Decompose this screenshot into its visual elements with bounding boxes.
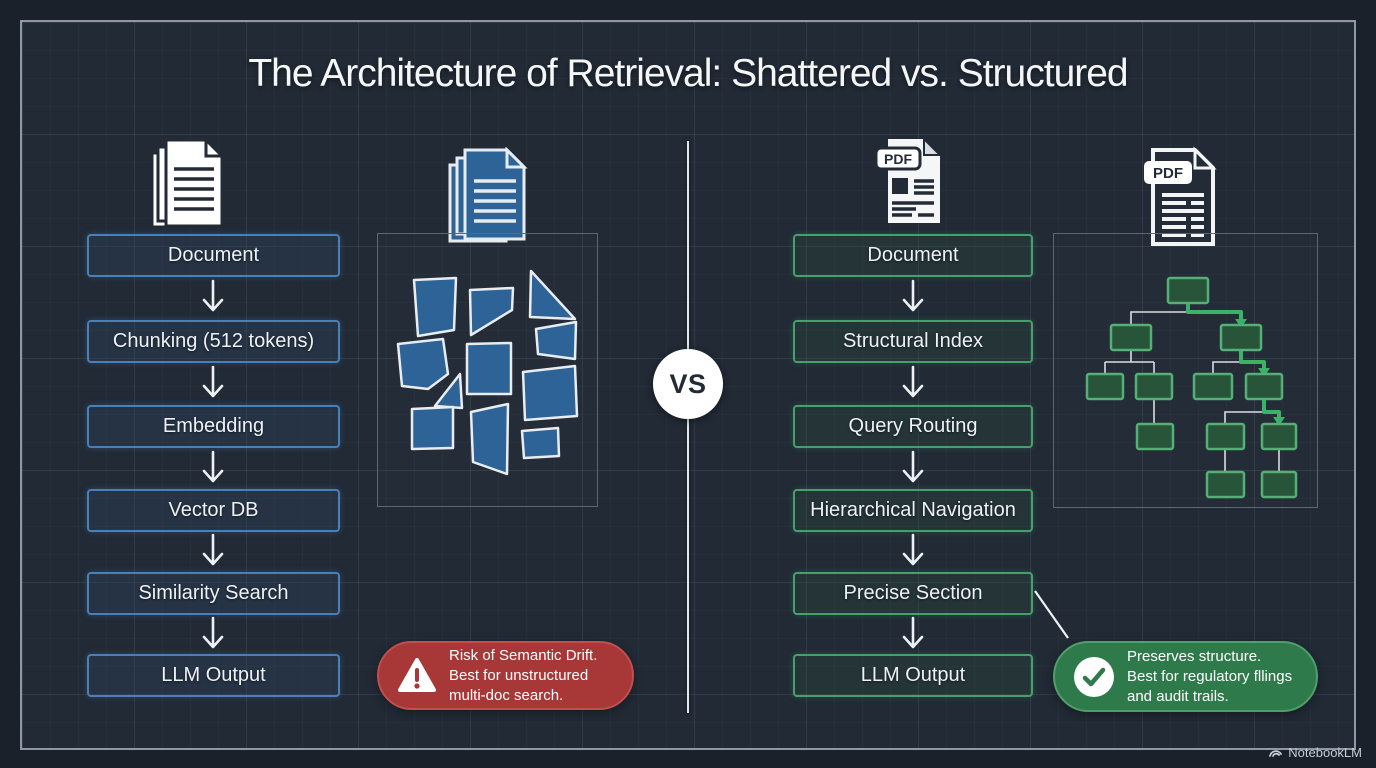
- flow-box-label: Document: [167, 244, 260, 266]
- warning-triangle-icon: [397, 657, 437, 695]
- callout-line: Preserves structure.: [1127, 647, 1262, 665]
- flow-box-label: Similarity Search: [138, 582, 289, 604]
- flow-box-structural-index: Structural Index: [793, 320, 1033, 363]
- benefit-callout-text: Preserves structure. Best for regulatory…: [1127, 647, 1292, 707]
- flow-box-precise-section: Precise Section: [793, 572, 1033, 615]
- hierarchy-tree-panel: [1053, 233, 1318, 508]
- flow-box-label: Hierarchical Navigation: [810, 499, 1016, 521]
- pdf-outline-icon: PDF: [1144, 146, 1217, 246]
- flow-box-label: Vector DB: [168, 499, 259, 521]
- down-arrow-icon: [202, 533, 224, 566]
- flow-box-label: LLM Output: [860, 664, 966, 686]
- flow-box-chunking: Chunking (512 tokens): [87, 320, 340, 363]
- pdf-badge-label: PDF: [884, 151, 912, 167]
- flow-box-llm-output-left: LLM Output: [87, 654, 340, 697]
- stacked-documents-icon: [150, 137, 226, 229]
- down-arrow-icon: [902, 450, 924, 483]
- down-arrow-icon: [902, 279, 924, 312]
- callout-line: and audit trails.: [1127, 687, 1229, 705]
- check-circle-icon: [1073, 656, 1115, 698]
- structured-benefit-callout: Preserves structure. Best for regulatory…: [1053, 641, 1318, 712]
- shattered-warning-callout: Risk of Semantic Drift. Best for unstruc…: [377, 641, 634, 710]
- callout-line: multi-doc search.: [449, 686, 564, 704]
- flow-box-embedding: Embedding: [87, 405, 340, 448]
- down-arrow-icon: [202, 365, 224, 398]
- down-arrow-icon: [202, 279, 224, 312]
- pdf-badge-label: PDF: [1153, 165, 1183, 182]
- flow-box-similarity-search: Similarity Search: [87, 572, 340, 615]
- down-arrow-icon: [202, 616, 224, 649]
- page-title: The Architecture of Retrieval: Shattered…: [248, 52, 1128, 95]
- down-arrow-icon: [902, 616, 924, 649]
- flow-box-document-left: Document: [87, 234, 340, 277]
- flow-box-label: Precise Section: [843, 582, 983, 604]
- flow-box-label: LLM Output: [161, 664, 266, 686]
- flow-box-label: Chunking (512 tokens): [112, 330, 315, 352]
- down-arrow-icon: [902, 533, 924, 566]
- down-arrow-icon: [902, 365, 924, 398]
- flow-box-hierarchical-navigation: Hierarchical Navigation: [793, 489, 1033, 532]
- hierarchy-tree-illustration: [1085, 276, 1298, 499]
- blue-stacked-documents-icon: [448, 147, 528, 243]
- flow-box-label: Document: [867, 244, 959, 266]
- callout-line: Best for unstructured: [449, 666, 589, 684]
- flow-box-llm-output-right: LLM Output: [793, 654, 1033, 697]
- pdf-document-icon: PDF: [874, 136, 943, 223]
- vs-badge: VS: [653, 349, 723, 419]
- flow-box-vector-db: Vector DB: [87, 489, 340, 532]
- flow-box-document-right: Document: [793, 234, 1033, 277]
- notebooklm-watermark: NotebookLM: [1268, 745, 1362, 760]
- callout-line: Risk of Semantic Drift.: [449, 646, 598, 664]
- center-divider: [687, 141, 689, 713]
- shattered-chunks-panel: [377, 233, 598, 507]
- flow-box-label: Query Routing: [848, 415, 978, 437]
- flow-box-label: Structural Index: [842, 330, 984, 352]
- flow-box-label: Embedding: [162, 415, 265, 437]
- flow-box-query-routing: Query Routing: [793, 405, 1033, 448]
- warning-callout-text: Risk of Semantic Drift. Best for unstruc…: [449, 646, 597, 706]
- notebooklm-logo-icon: [1269, 750, 1283, 757]
- vs-label: VS: [669, 368, 707, 399]
- watermark-label: NotebookLM: [1288, 745, 1362, 760]
- callout-line: Best for regulatory fllings: [1127, 667, 1293, 685]
- down-arrow-icon: [202, 450, 224, 483]
- shattered-chunks-illustration: [396, 269, 579, 476]
